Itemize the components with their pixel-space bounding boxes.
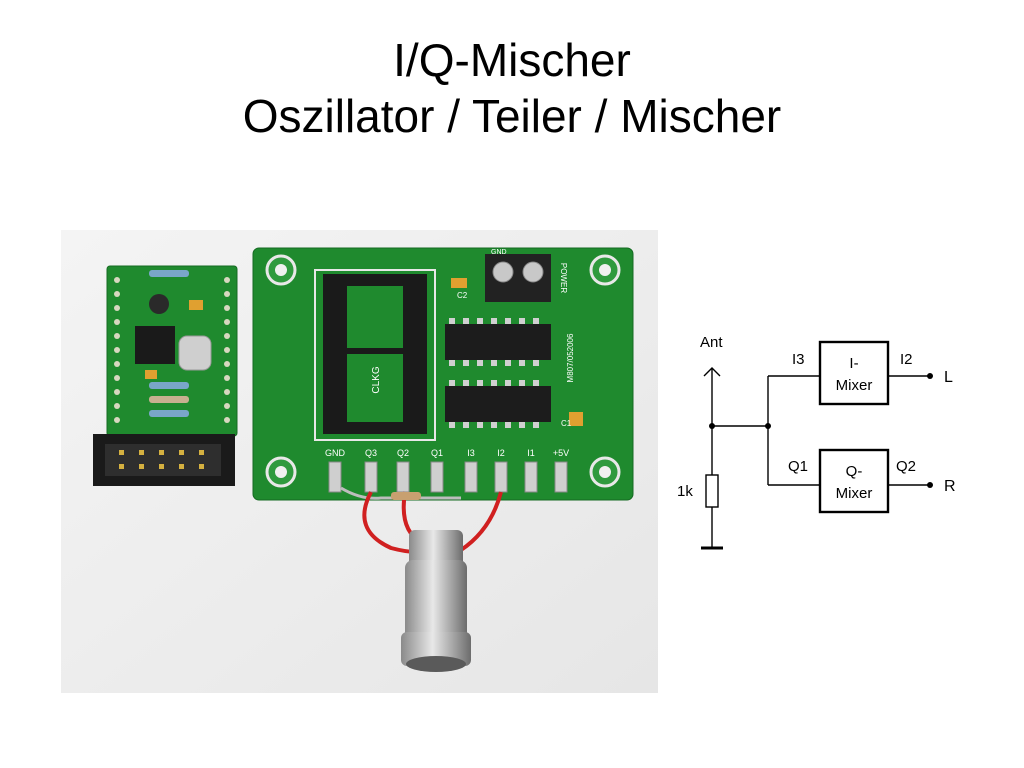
pin-label: Q3 — [365, 448, 377, 458]
output-terminal — [927, 482, 933, 488]
output-label-r: R — [944, 478, 956, 495]
q-mixer-label-1: Q- — [846, 463, 863, 480]
i-mixer-label-1: I- — [849, 355, 858, 372]
i-mixer-label-2: Mixer — [836, 377, 873, 394]
output-terminal — [927, 373, 933, 379]
pin-label: Q2 — [397, 448, 409, 458]
title-line-1: I/Q-Mischer — [393, 34, 631, 86]
mixer-schematic: Ant 1k I3 I2 I- Mixer L Q1 Q2 Q- Mixer R — [677, 334, 956, 550]
resistor-symbol — [705, 474, 719, 508]
pin-label: +5V — [553, 448, 569, 458]
q-mixer-in-pin: Q1 — [788, 458, 808, 475]
oscillator-module — [93, 265, 238, 486]
q-mixer-box — [818, 448, 890, 514]
pin-label: I2 — [497, 448, 505, 458]
silk-power: POWER — [559, 263, 568, 293]
silk-board-id: M807/052006 — [566, 333, 575, 382]
title-line-2: Oszillator / Teiler / Mischer — [242, 90, 782, 142]
silk-c1: C1 — [561, 419, 572, 428]
junction-dot — [709, 423, 715, 429]
i-mixer-box — [818, 340, 890, 406]
audio-jack-wiring — [340, 486, 503, 672]
circuit-board-photo: CLKG POWER GND C2 C1 M807/052006 GND Q3 … — [61, 230, 658, 693]
i-mixer-in-pin: I3 — [792, 351, 805, 368]
q-mixer-label-2: Mixer — [836, 485, 873, 502]
junction-dot — [765, 423, 771, 429]
mixer-board: CLKG POWER GND C2 C1 M807/052006 GND Q3 … — [252, 247, 634, 501]
pin-label: I3 — [467, 448, 475, 458]
silk-clkg: CLKG — [371, 366, 382, 393]
output-label-l: L — [944, 369, 953, 386]
i-mixer-out-pin: I2 — [900, 351, 913, 368]
antenna-label: Ant — [700, 334, 723, 351]
slide-title: I/Q-Mischer Oszillator / Teiler / Mische… — [0, 32, 1024, 144]
resistor-label: 1k — [677, 483, 693, 500]
silk-c2: C2 — [457, 291, 468, 300]
pin-labels: GND Q3 Q2 Q1 I3 I2 I1 +5V — [325, 448, 569, 458]
pin-label: GND — [325, 448, 346, 458]
silk-gnd: GND — [491, 249, 507, 256]
pin-label: Q1 — [431, 448, 443, 458]
q-mixer-out-pin: Q2 — [896, 458, 916, 475]
pin-label: I1 — [527, 448, 535, 458]
